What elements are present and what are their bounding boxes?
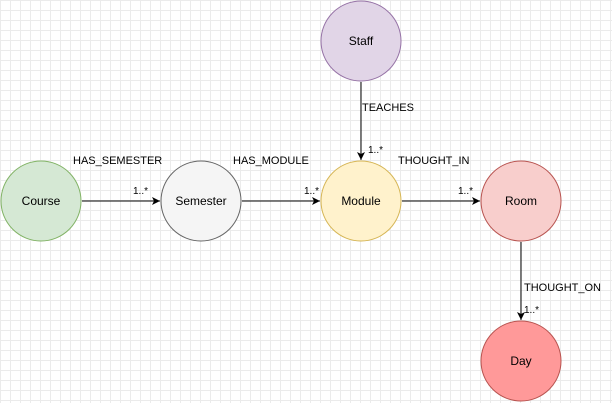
multiplicity-label: 1..* <box>458 186 473 197</box>
edge-label-thought-on: THOUGHT_ON <box>524 282 601 294</box>
node-semester-label: Semester <box>175 194 226 208</box>
edge-staff-module[interactable]: TEACHES 1..* <box>357 82 414 160</box>
node-course-circle[interactable] <box>0 160 82 242</box>
edge-room-day[interactable]: THOUGHT_ON 1..* <box>517 242 601 320</box>
edge-label-teaches: TEACHES <box>362 102 414 114</box>
edge-semester-module[interactable]: HAS_MODULE 1..* <box>233 155 320 205</box>
edge-label-has-module: HAS_MODULE <box>233 155 309 167</box>
multiplicity-label: 1..* <box>368 145 383 156</box>
node-staff-label: Staff <box>349 34 374 48</box>
multiplicity-label: 1..* <box>304 186 319 197</box>
node-staff[interactable]: Staff <box>320 0 402 82</box>
node-day[interactable]: Day <box>480 320 562 402</box>
node-staff-circle[interactable] <box>320 0 402 82</box>
node-semester-circle[interactable] <box>160 160 242 242</box>
node-room[interactable]: Room <box>480 160 562 242</box>
node-room-label: Room <box>505 194 537 208</box>
edge-label-thought-in: THOUGHT_IN <box>398 155 470 167</box>
node-course[interactable]: Course <box>0 160 82 242</box>
node-module[interactable]: Module <box>320 160 402 242</box>
node-day-label: Day <box>510 354 531 368</box>
edge-label-has-semester: HAS_SEMESTER <box>73 155 162 167</box>
node-room-circle[interactable] <box>480 160 562 242</box>
edge-course-semester[interactable]: HAS_SEMESTER 1..* <box>73 155 162 205</box>
node-module-label: Module <box>341 194 381 208</box>
node-module-circle[interactable] <box>320 160 402 242</box>
node-course-label: Course <box>22 194 61 208</box>
edge-module-room[interactable]: THOUGHT_IN 1..* <box>398 155 480 205</box>
multiplicity-label: 1..* <box>524 305 539 316</box>
node-day-circle[interactable] <box>480 320 562 402</box>
node-semester[interactable]: Semester <box>160 160 242 242</box>
multiplicity-label: 1..* <box>133 186 148 197</box>
